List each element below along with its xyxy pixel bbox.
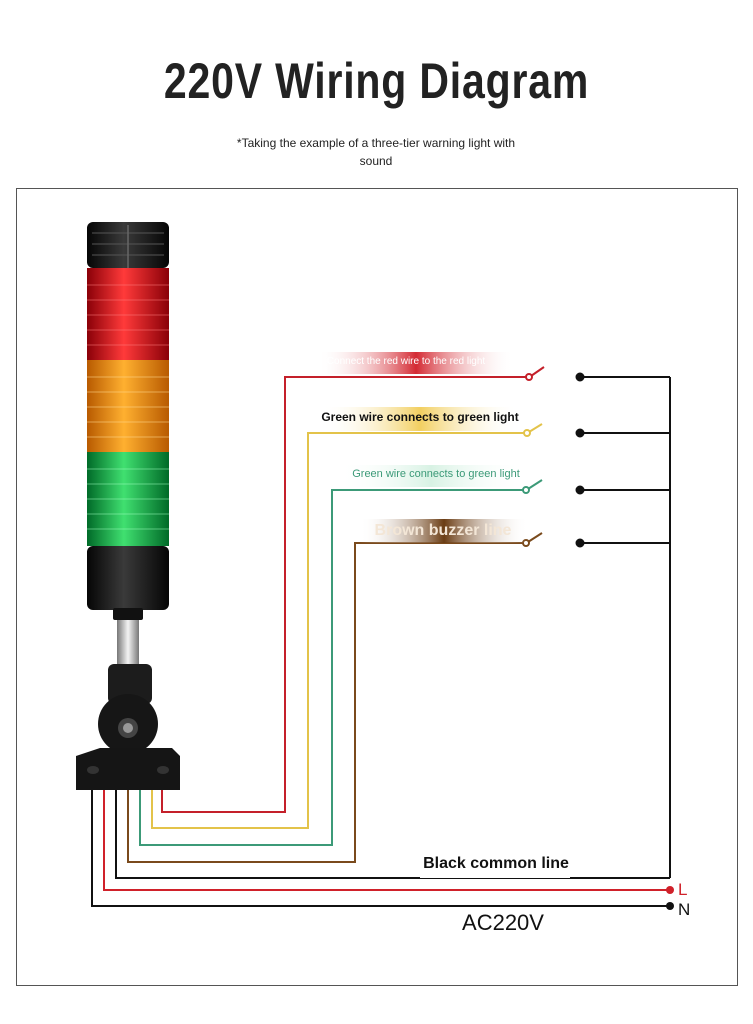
green-switch [522,479,543,494]
common-bus [575,372,671,878]
red-switch [525,366,545,381]
tower-base-body [87,546,169,610]
neutral-wire [91,790,670,907]
yellow-switch [523,423,543,437]
amber-light-tier [87,360,169,452]
live-terminal-dot [666,886,674,894]
page-title: 220V Wiring Diagram [163,53,590,109]
red-wire [161,376,528,813]
wire-bundle [91,376,670,907]
supply-label: AC220V [462,910,544,935]
green-wire-label: Green wire connects to green light [352,468,520,480]
green-light-tier [87,452,169,546]
green-label-highlight [338,465,524,487]
red-light-tier [87,268,169,360]
yellow-wire [151,432,526,829]
mount-hinge [98,664,158,754]
switch-contacts [522,366,545,547]
mounting-plate [76,748,180,790]
brown-label-highlight [360,519,528,543]
black-common-wire [115,790,670,879]
page-subtitle: *Taking the example of a three-tier warn… [236,136,516,168]
live-wire [103,790,670,891]
diagram-frame [16,188,738,986]
red-wire-label: Connect the red wire to the red light [327,356,486,367]
live-terminal-label: L [678,880,687,899]
common-line-label: Black common line [423,855,569,872]
tower-pole [117,610,139,666]
tower-top-cap [87,222,169,268]
common-label-bg [420,850,570,878]
brown-wire [127,542,524,863]
pole-collar [113,608,143,620]
yellow-wire-label: Green wire connects to green light [321,410,518,424]
green-wire [139,489,524,846]
red-label-highlight [318,352,514,374]
neutral-terminal-dot [666,902,674,910]
yellow-label-highlight [322,407,518,431]
neutral-terminal-label: N [678,900,690,919]
brown-wire-label: Brown buzzer line [375,522,512,539]
warning-light-tower [76,222,180,790]
